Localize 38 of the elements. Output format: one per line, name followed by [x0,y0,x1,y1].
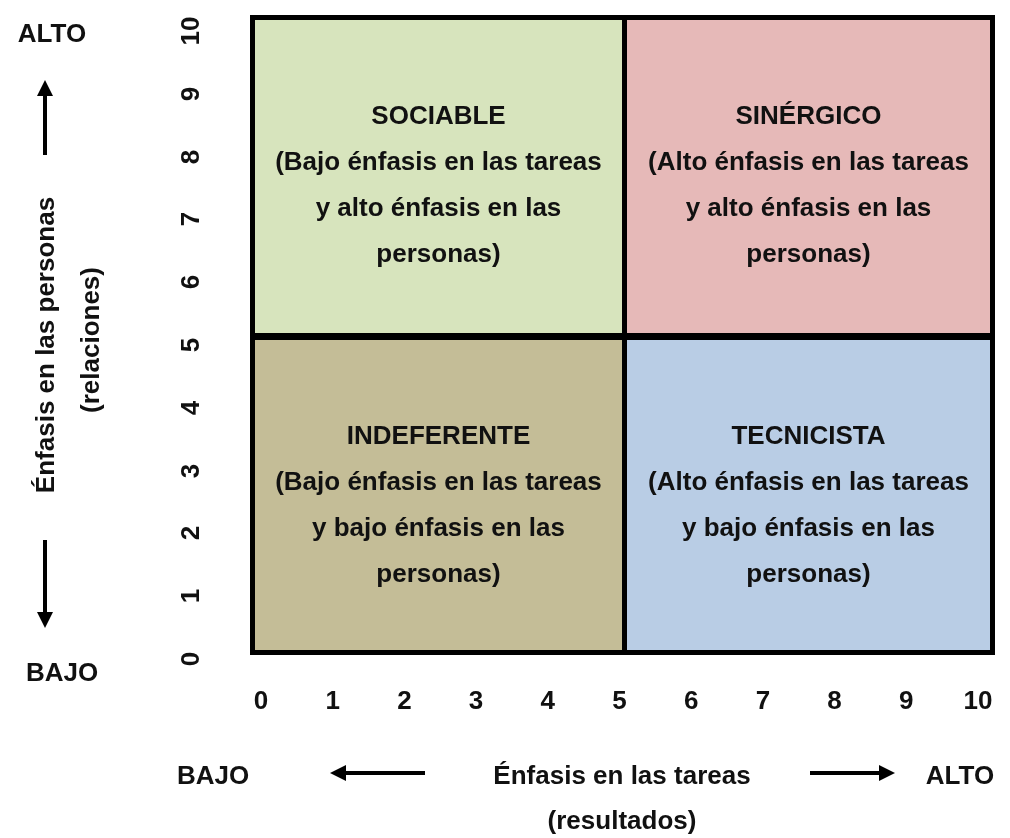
axis-title: Énfasis en las tareas [493,759,751,791]
axis-end-label: BAJO [25,656,99,688]
axis-subtitle: (relaciones) [74,267,106,413]
quadrant-description: (Bajo énfasis en las tareas y bajo énfasis en las personas) [274,465,603,590]
tick-label: 2 [397,684,412,716]
axis-title: Énfasis en las personas [29,196,61,494]
tick-label: 5 [612,684,627,716]
quadrant-title: TECNICISTA [730,419,887,452]
quadrant-description: (Bajo énfasis en las tareas y alto énfasis en las personas) [274,145,603,270]
tick-label: 1 [174,588,206,604]
axis-end-label: BAJO [176,759,250,791]
tick-label: 6 [683,684,699,716]
quadrant-title: INDEFERENTE [345,419,532,452]
tick-label: 3 [468,684,484,716]
quadrant-description: (Alto énfasis en las tareas y bajo énfasis en las personas) [647,465,970,590]
tick-label: 10 [963,684,993,716]
tick-label: 0 [253,684,269,716]
tick-label: 5 [174,337,206,353]
tick-label: 6 [174,274,206,290]
quadrant-description: (Alto énfasis en las tareas y alto énfasis en las personas) [647,145,970,270]
tick-label: 4 [540,684,556,716]
tick-label: 9 [174,86,206,102]
quadrant-title: SOCIABLE [370,99,507,132]
tick-label: 7 [174,212,206,227]
tick-label: 10 [174,16,206,46]
tick-label: 8 [174,149,206,164]
tick-label: 8 [827,684,842,716]
tick-label: 9 [899,684,914,716]
axis-subtitle: (resultados) [547,804,697,836]
axis-end-label: ALTO [925,759,995,791]
tick-label: 4 [174,400,206,416]
tick-label: 7 [755,684,771,716]
tick-label: 3 [174,463,206,478]
quadrant-title: SINÉRGICO [734,99,883,132]
tick-label: 1 [325,684,340,716]
tick-label: 2 [174,526,206,541]
tick-label: 0 [174,651,206,667]
axis-end-label: ALTO [17,17,87,49]
